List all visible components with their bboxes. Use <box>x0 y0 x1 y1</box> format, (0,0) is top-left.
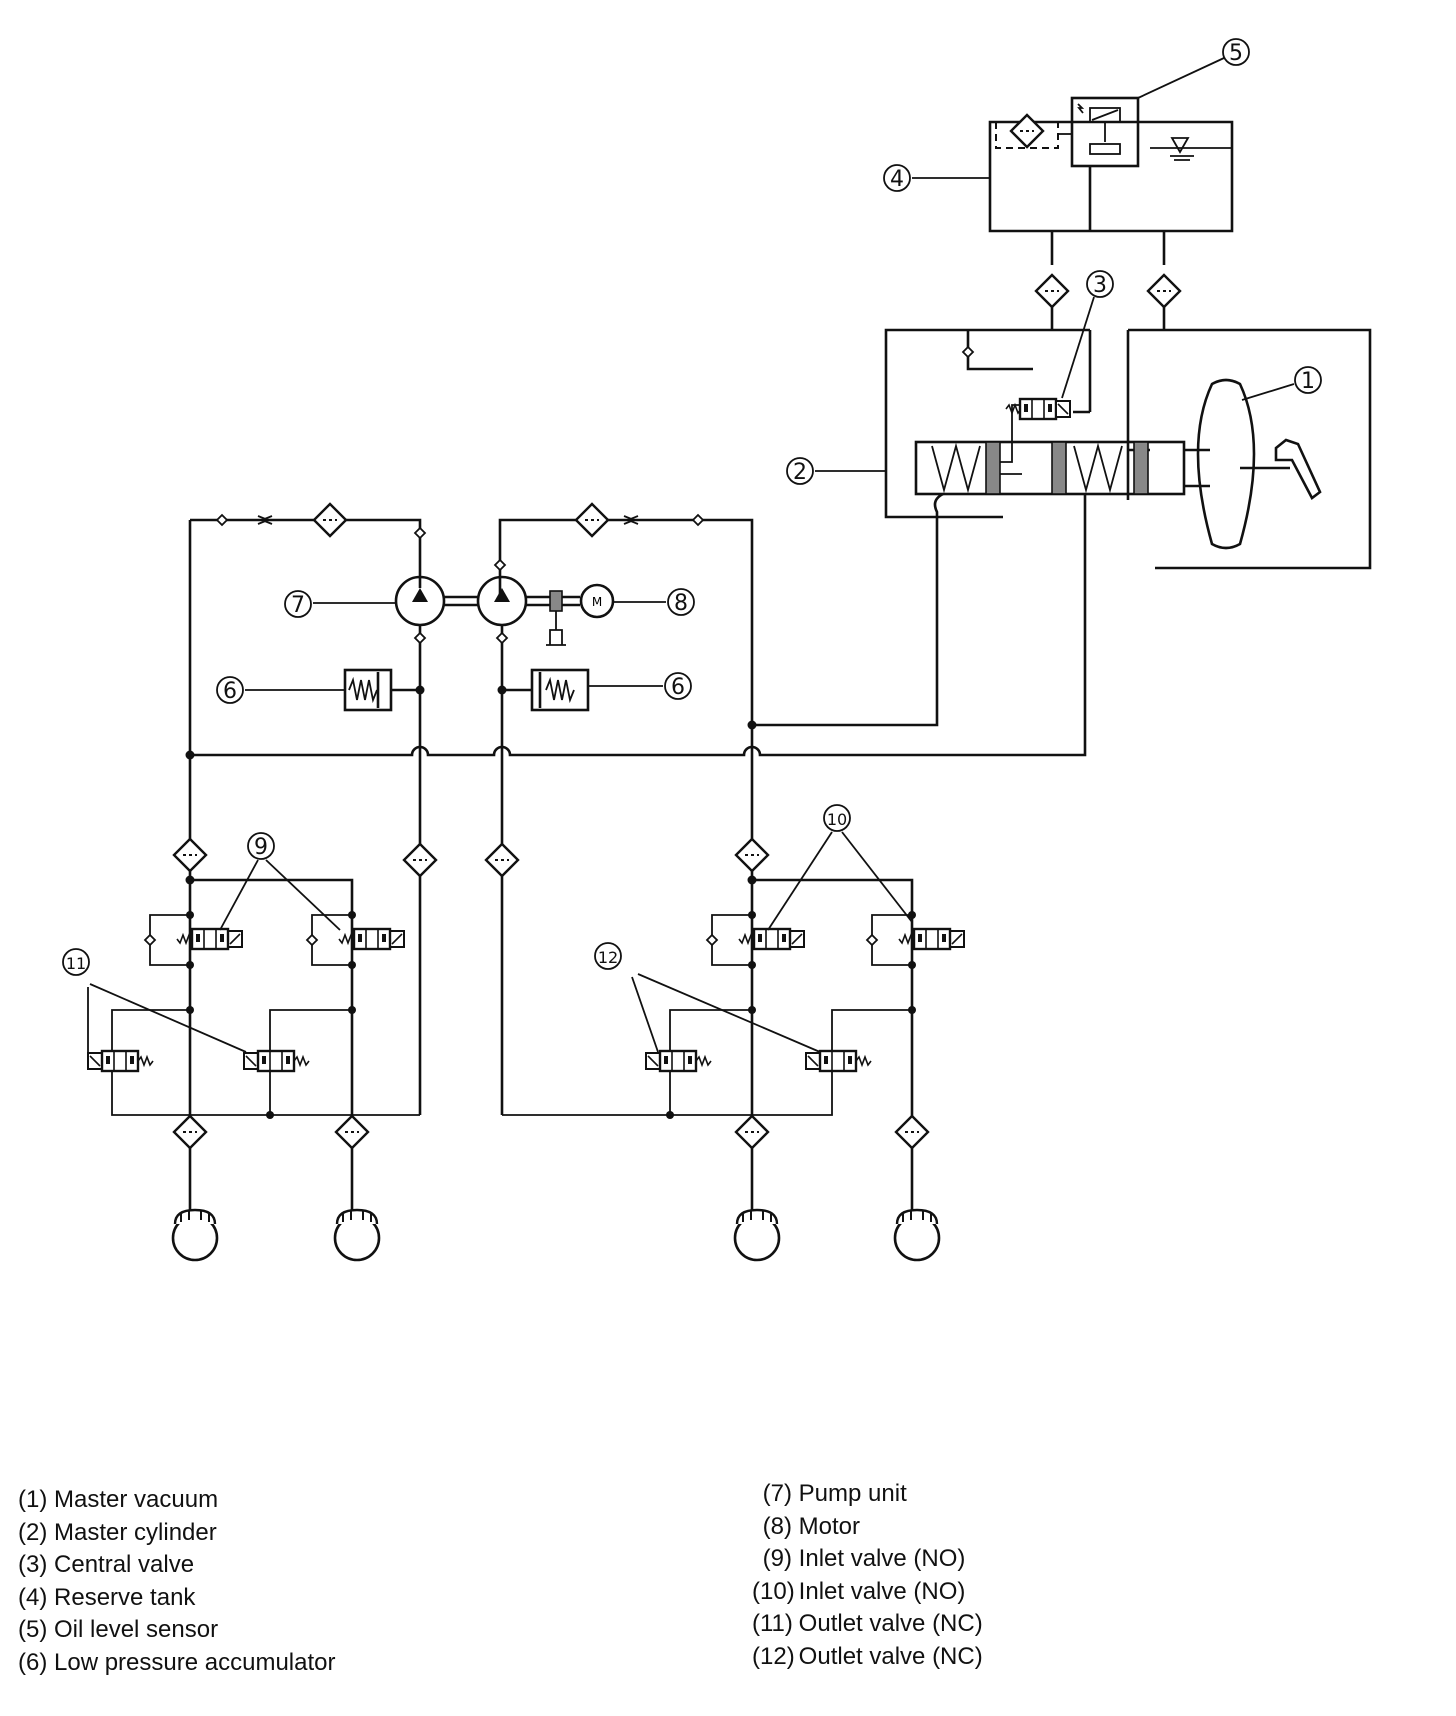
legend-item: (10) Inlet valve (NO) <box>752 1577 966 1605</box>
callout-8: 8 <box>674 591 688 616</box>
legend-item: (6) Low pressure accumulator <box>18 1648 336 1676</box>
legend-item: (12) Outlet valve (NC) <box>752 1642 983 1670</box>
legend-item: (11) Outlet valve (NC) <box>752 1610 983 1637</box>
legend-item: (8) Motor <box>762 1512 861 1540</box>
callout-10: 10 <box>827 810 847 829</box>
master-cylinder <box>884 307 1372 570</box>
legend-item: (4) Reserve tank <box>18 1583 196 1611</box>
central-valve <box>1004 397 1072 421</box>
hydraulic-circuit: M <box>185 492 1087 1115</box>
legend-item: (9) Inlet valve (NO) <box>762 1545 966 1572</box>
callout-11: 11 <box>66 954 86 973</box>
callout-4: 4 <box>890 167 904 192</box>
legend-item: (3) Central valve <box>18 1551 195 1578</box>
oil-level-sensor <box>1070 96 1140 168</box>
callout-3: 3 <box>1093 273 1107 298</box>
master-vacuum <box>1196 378 1322 550</box>
legend-item: (7) Pump unit <box>762 1480 907 1507</box>
low-pressure-accumulator-left <box>343 668 420 712</box>
legend-item: (5) Oil level sensor <box>18 1616 219 1643</box>
callout-5: 5 <box>1229 41 1243 66</box>
pump-unit <box>394 575 528 627</box>
valve-block-left <box>86 837 438 1262</box>
callout-6-left: 6 <box>223 679 237 704</box>
callout-2: 2 <box>793 460 807 485</box>
legend-right: (7) Pump unit (8) Motor (9) Inlet valve … <box>752 1478 983 1673</box>
low-pressure-accumulator-right <box>502 668 590 712</box>
callout-9: 9 <box>254 835 268 860</box>
motor: M <box>526 583 615 646</box>
callout-12: 12 <box>598 948 618 967</box>
callouts: 5 4 3 1 2 7 8 6 6 9 10 11 <box>62 38 1322 1053</box>
motor-symbol: M <box>592 595 602 609</box>
callout-1: 1 <box>1301 369 1315 394</box>
callout-7: 7 <box>291 593 305 618</box>
legend-item: (2) Master cylinder <box>18 1518 217 1546</box>
callout-6-right: 6 <box>671 675 685 700</box>
reserve-tank <box>988 113 1234 265</box>
valve-block-right <box>484 837 966 1262</box>
legend-item: (1) Master vacuum <box>18 1486 219 1513</box>
legend-left: (1) Master vacuum (2) Master cylinder (3… <box>18 1484 335 1679</box>
